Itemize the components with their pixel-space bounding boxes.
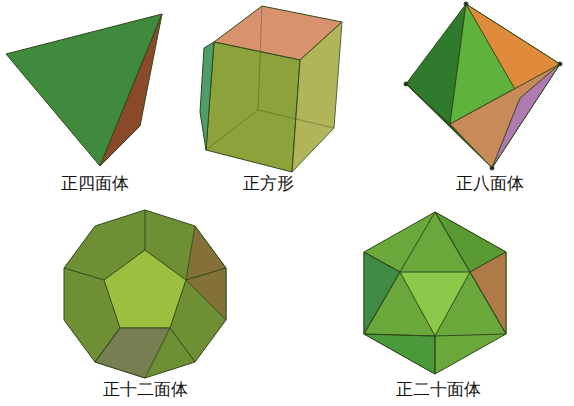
solid-name: 正二十面体 [396,380,481,400]
solid-name: 正四面体 [61,174,129,194]
solid-name: 正方形 [243,174,294,194]
solid-name: 正十二面体 [103,380,188,400]
solid-name: 正八面体 [456,174,524,194]
